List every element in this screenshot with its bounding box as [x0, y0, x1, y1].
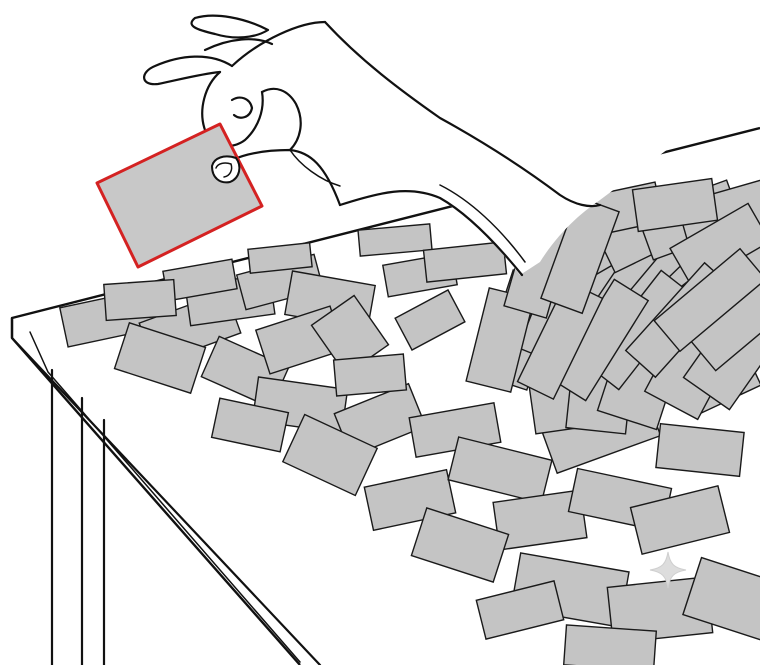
sparkle-icon [649, 551, 687, 589]
index-finger [143, 55, 234, 86]
scattered-card [682, 556, 760, 641]
arm-fill [146, 0, 760, 275]
scattered-card [394, 289, 466, 351]
scattered-card [357, 223, 433, 257]
table [10, 126, 760, 665]
scattered-card [332, 353, 408, 397]
scattered-card [247, 242, 313, 274]
scattered-card [655, 422, 745, 478]
scattered-card [103, 278, 177, 322]
scattered-card [447, 436, 553, 504]
arm-inner-line [439, 184, 526, 263]
palm-line [260, 87, 302, 152]
thumb-over-card [210, 155, 241, 184]
scattered-card [410, 507, 510, 583]
scattered-card [210, 397, 290, 453]
table-front-thickness [10, 316, 322, 665]
table-front-lip [29, 331, 301, 663]
back-of-hand [230, 20, 327, 68]
scattered-card [113, 321, 207, 395]
scattered-card [562, 624, 658, 665]
wrist-crease [289, 149, 341, 187]
arm-lower-contour [338, 189, 524, 277]
arm-upper-contour [323, 20, 602, 208]
selected-card [95, 122, 264, 269]
scattered-card [606, 576, 714, 644]
scattered-card [422, 241, 508, 283]
thumb-nail [215, 162, 233, 178]
pile-card [540, 195, 620, 315]
finger-curl [230, 96, 254, 119]
card-pile [465, 177, 760, 435]
pile-card [631, 177, 719, 233]
ring-finger [203, 38, 274, 52]
scattered-card [629, 484, 731, 556]
middle-finger [190, 14, 270, 39]
scattered-card [281, 413, 379, 497]
scattered-card [475, 580, 565, 640]
pile-card [653, 247, 760, 353]
